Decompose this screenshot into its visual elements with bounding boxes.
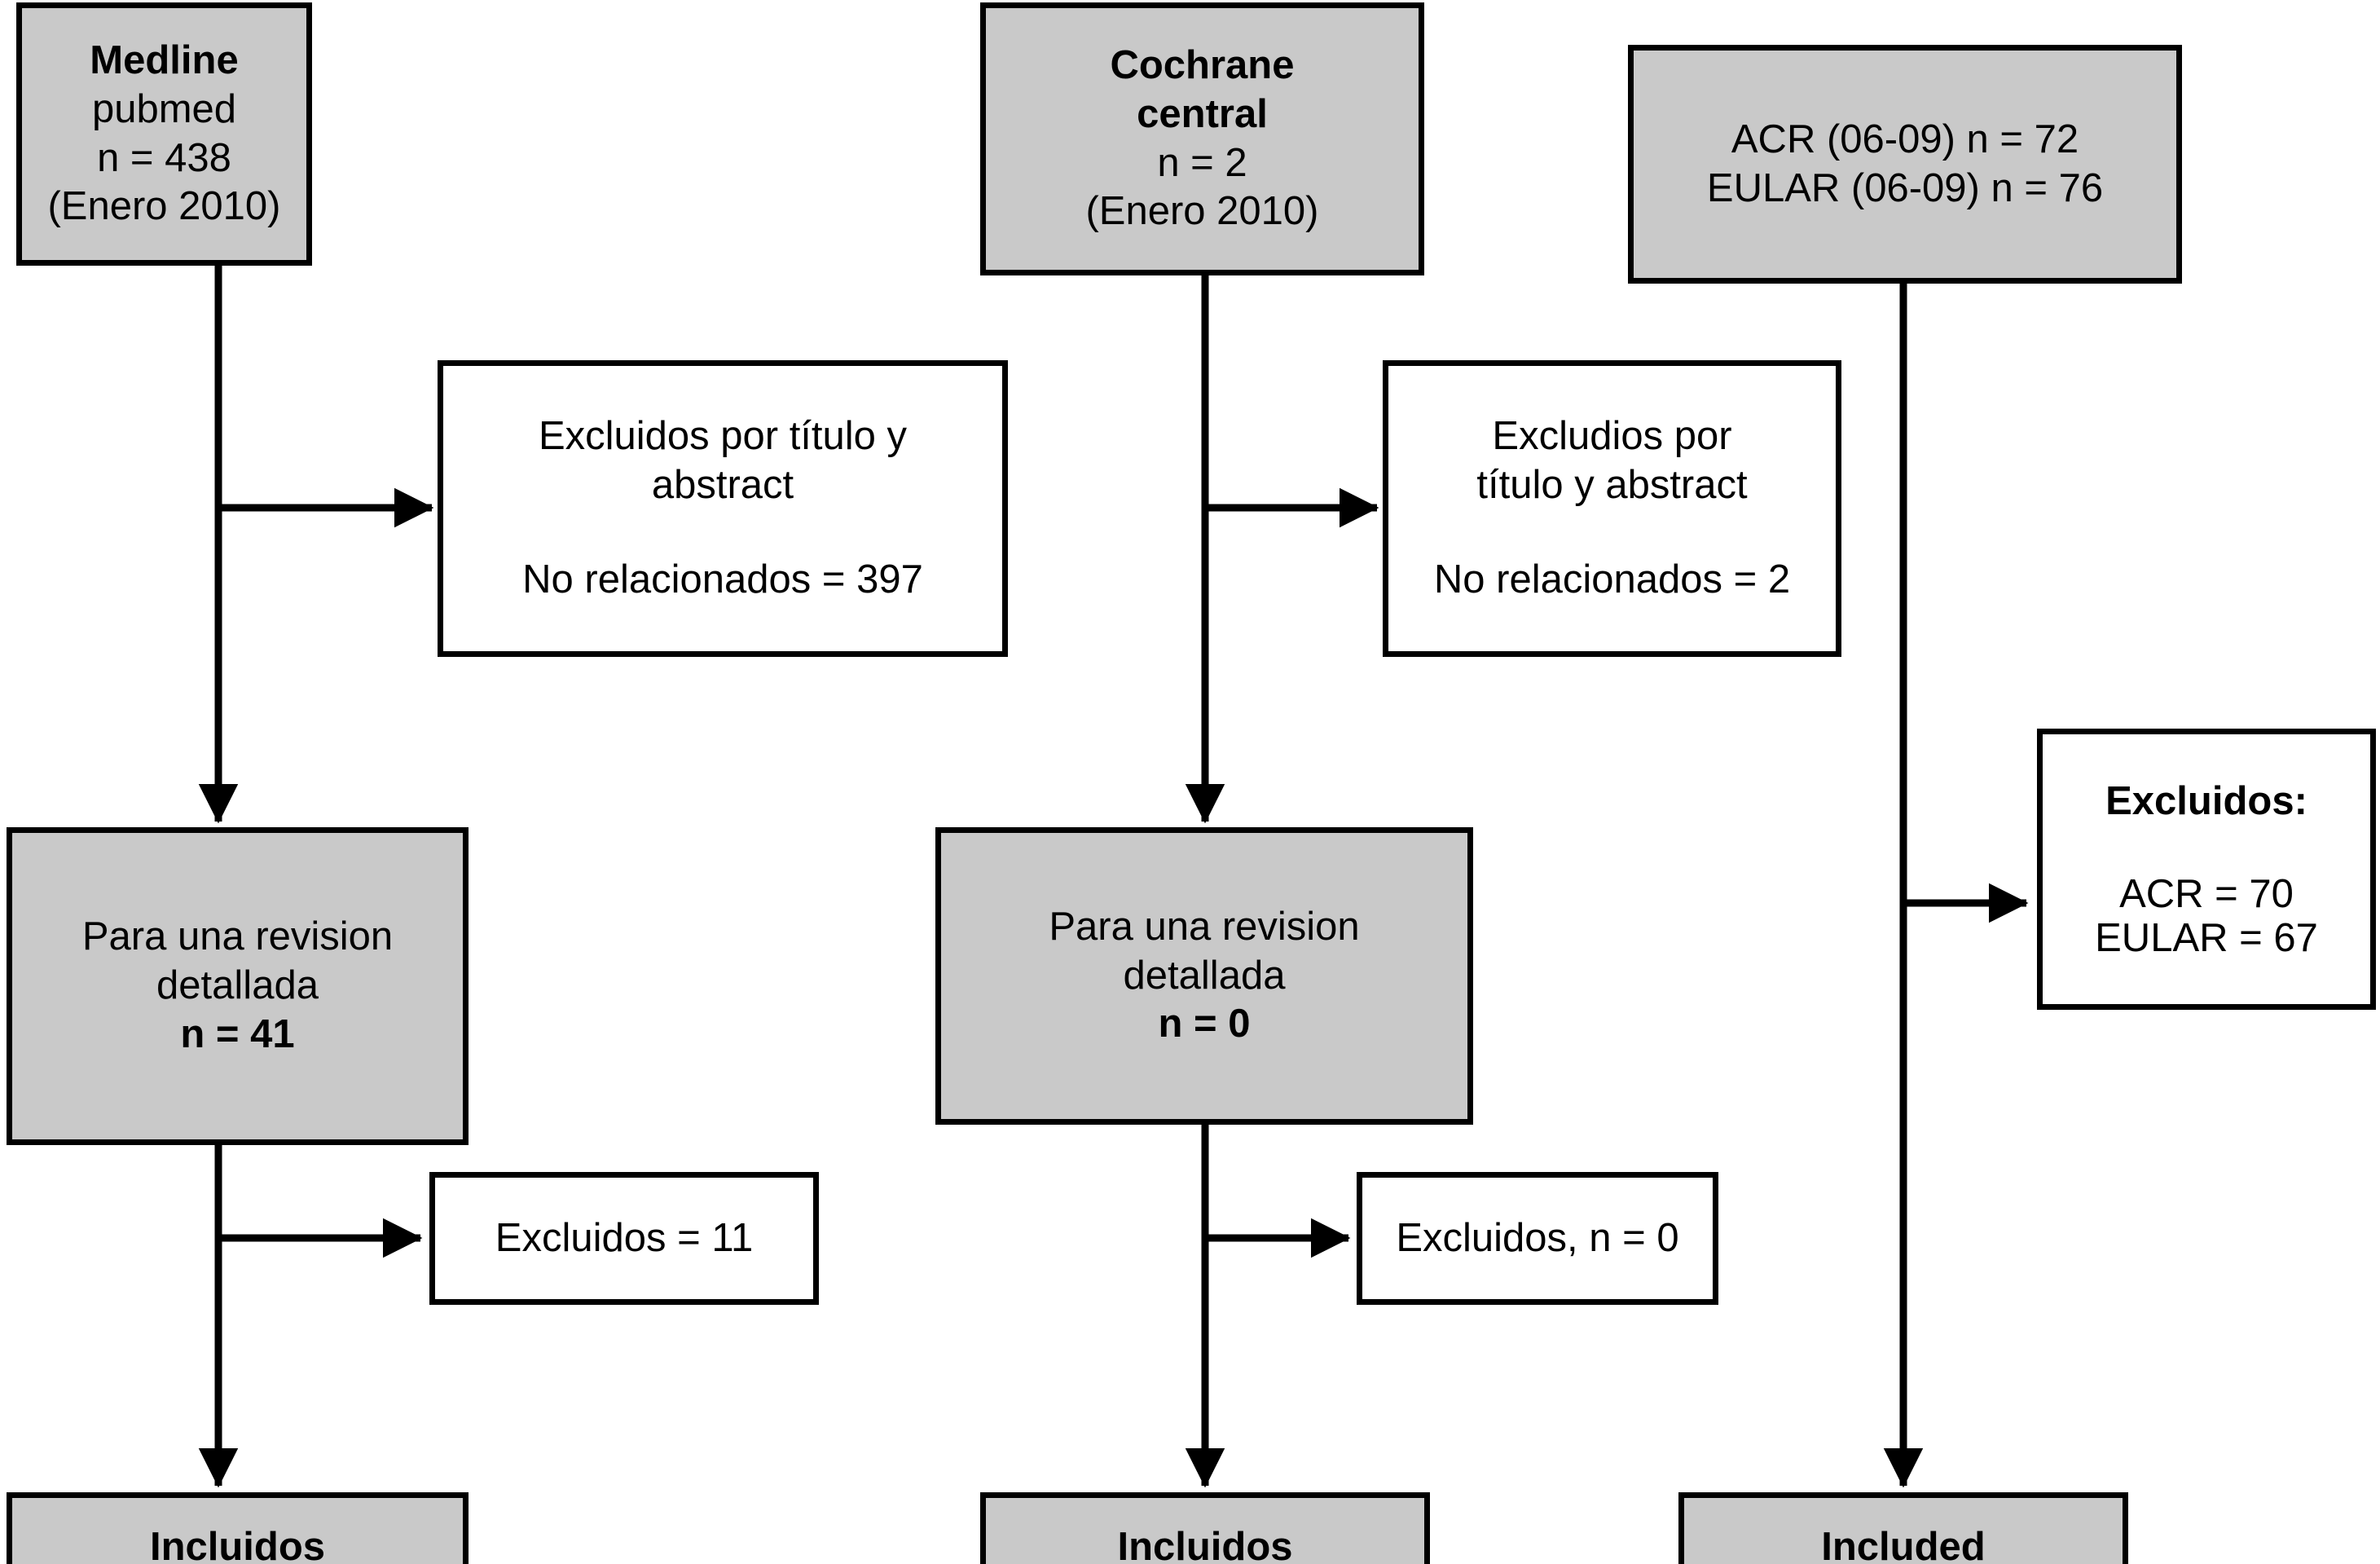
excluded-cochrane-unrelated-count: No relacionados = 2 (1433, 557, 1791, 601)
cochrane-count: n = 2 (1157, 140, 1247, 185)
excluded-congress-heading: Excluidos: (2105, 778, 2307, 823)
excluded-detail-medline-count: Excluidos = 11 (495, 1215, 754, 1260)
node-included-medline[interactable]: Incluidos n = 30 (7, 1492, 469, 1564)
node-detailed-review-cochrane[interactable]: Para una revision detallada n = 0 (935, 827, 1473, 1125)
node-excluded-detail-medline[interactable]: Excluidos = 11 (429, 1172, 819, 1305)
excluded-detail-cochrane-count: Excluidos, n = 0 (1396, 1215, 1679, 1260)
review-cochrane-label-line1: Para una revision (1049, 904, 1360, 949)
node-included-congress[interactable]: Included n = 2+9 (1678, 1492, 2128, 1564)
medline-date: (Enero 2010) (47, 184, 281, 229)
excluded-congress-eular: EULAR = 67 (2095, 916, 2318, 961)
review-cochrane-label-line2: detallada (1123, 953, 1286, 998)
included-medline-label: Incluidos (149, 1525, 326, 1564)
excluded-medline-unrelated-count: No relacionados = 397 (522, 557, 923, 601)
included-cochrane-label: Incluidos (1117, 1525, 1293, 1564)
node-detailed-review-medline[interactable]: Para una revision detallada n = 41 (7, 827, 469, 1145)
excluded-cochrane-reason-line2: título y abstract (1476, 463, 1748, 508)
medline-title: Medline (90, 37, 239, 82)
node-cochrane[interactable]: Cochrane central n = 2 (Enero 2010) (980, 2, 1424, 275)
review-medline-count: n = 41 (180, 1011, 295, 1056)
excluded-medline-reason-line2: abstract (651, 463, 794, 508)
cochrane-title-line2: central (1137, 91, 1268, 136)
review-cochrane-count: n = 0 (1158, 1002, 1251, 1046)
excluded-medline-reason-line1: Excluidos por título y (538, 414, 908, 459)
medline-database: pubmed (91, 86, 237, 131)
review-medline-label-line2: detallada (156, 963, 319, 1008)
excluded-cochrane-reason-line1: Excludios por (1492, 414, 1732, 459)
medline-count: n = 438 (97, 135, 231, 180)
excluded-congress-acr: ACR = 70 (2119, 871, 2294, 916)
node-included-cochrane[interactable]: Incluidos n = 0 (980, 1492, 1430, 1564)
node-excluded-detail-cochrane[interactable]: Excluidos, n = 0 (1357, 1172, 1718, 1305)
included-congress-label: Included (1821, 1525, 1986, 1564)
cochrane-date: (Enero 2010) (1085, 189, 1319, 234)
node-medline[interactable]: Medline pubmed n = 438 (Enero 2010) (16, 2, 312, 266)
node-congress-sources[interactable]: ACR (06-09) n = 72 EULAR (06-09) n = 76 (1628, 45, 2182, 284)
congress-acr-count: ACR (06-09) n = 72 (1731, 117, 2079, 161)
node-excluded-congress[interactable]: Excluidos: ACR = 70 EULAR = 67 (2037, 729, 2376, 1010)
cochrane-title-line1: Cochrane (1110, 42, 1295, 87)
node-excluded-by-title-abstract-medline[interactable]: Excluidos por título y abstract No relac… (438, 360, 1008, 657)
review-medline-label-line1: Para una revision (81, 914, 394, 959)
congress-eular-count: EULAR (06-09) n = 76 (1706, 165, 2104, 210)
node-excluded-by-title-abstract-cochrane[interactable]: Excludios por título y abstract No relac… (1383, 360, 1841, 657)
